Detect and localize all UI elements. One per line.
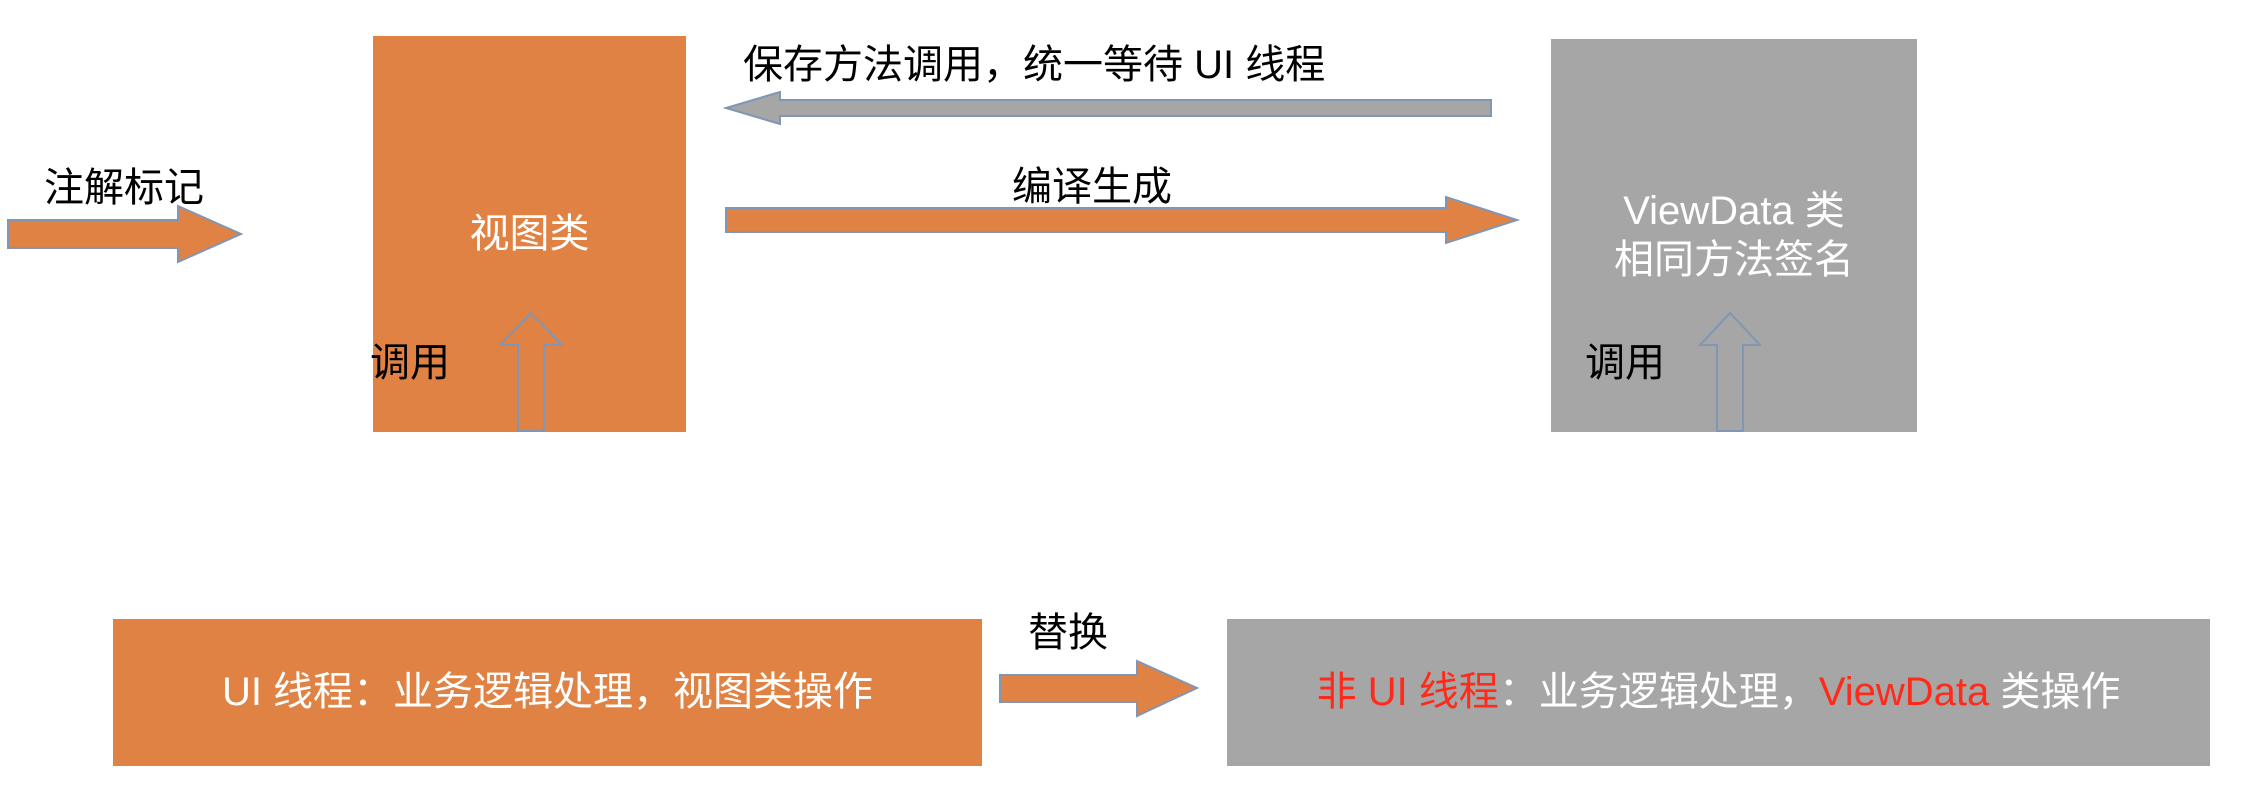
box-non-ui-thread-text: 非 UI 线程：业务逻辑处理，ViewData 类操作 bbox=[1317, 668, 2121, 717]
label-save-method-call: 保存方法调用，统一等待 UI 线程 bbox=[743, 43, 1326, 87]
non-ui-thread-plain-1: ：业务逻辑处理， bbox=[1498, 670, 1819, 715]
non-ui-thread-highlight-2: ViewData bbox=[1818, 670, 1990, 715]
label-call-left: 调用 bbox=[370, 341, 450, 385]
replace-arrow-icon bbox=[999, 659, 1200, 718]
compile-arrow-icon bbox=[725, 195, 1521, 245]
box-viewdata-class-line1: ViewData 类 bbox=[1623, 188, 1845, 233]
call-right-arrow-icon bbox=[1697, 311, 1763, 432]
label-replace: 替换 bbox=[1028, 611, 1108, 655]
save-method-arrow-icon bbox=[722, 90, 1492, 126]
box-viewdata-class: ViewData 类 相同方法签名 bbox=[1551, 39, 1917, 432]
annotation-arrow-icon bbox=[7, 204, 244, 264]
box-viewdata-class-line2: 相同方法签名 bbox=[1614, 237, 1854, 282]
box-view-class-label: 视图类 bbox=[469, 211, 590, 256]
box-ui-thread-label: UI 线程：业务逻辑处理，视图类操作 bbox=[221, 670, 874, 715]
label-compile-generate: 编译生成 bbox=[1012, 165, 1172, 209]
label-annotation-mark: 注解标记 bbox=[44, 166, 204, 210]
box-ui-thread: UI 线程：业务逻辑处理，视图类操作 bbox=[113, 619, 982, 766]
box-non-ui-thread: 非 UI 线程：业务逻辑处理，ViewData 类操作 bbox=[1227, 619, 2210, 766]
non-ui-thread-highlight-1: 非 UI 线程 bbox=[1316, 670, 1499, 715]
label-call-right: 调用 bbox=[1585, 341, 1665, 385]
non-ui-thread-plain-2: 类操作 bbox=[1989, 670, 2121, 715]
call-left-arrow-icon bbox=[497, 311, 565, 432]
